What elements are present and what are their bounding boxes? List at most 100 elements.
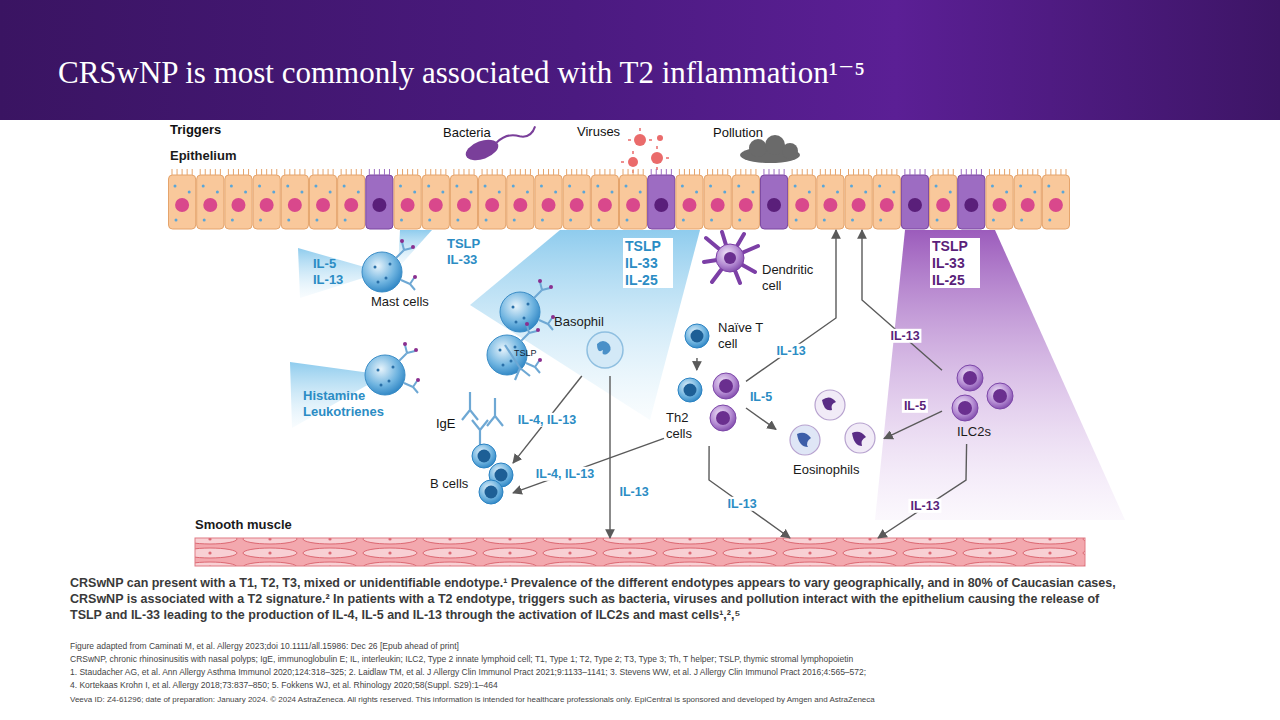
edge-label: IL-4, IL-13	[534, 467, 596, 481]
nucleus	[231, 198, 245, 212]
cilia	[961, 169, 981, 175]
slide-title: CRSwNP is most commonly associated with …	[58, 54, 865, 91]
cytokine-label: IL-5 IL-13	[313, 256, 355, 287]
cilia	[792, 169, 812, 175]
reference: 1. Staudacher AG, et al. Ann Allergy Ast…	[70, 667, 1250, 677]
smooth-muscle-band: Smooth muscle	[195, 538, 1085, 566]
nucleus	[260, 198, 274, 212]
granule	[935, 185, 938, 188]
cilia	[1046, 169, 1066, 175]
granule	[554, 191, 557, 194]
epithelial-cell	[563, 175, 590, 229]
nucleus	[513, 198, 527, 212]
epithelial-cell	[676, 175, 703, 229]
epithelial-cell	[986, 175, 1013, 229]
cytokine-label: TSLP IL-33	[445, 236, 495, 267]
granule	[456, 219, 459, 222]
granule	[455, 185, 458, 188]
cytokine-arrow	[513, 376, 582, 463]
granule	[526, 191, 529, 194]
antibody-label: IgE	[436, 416, 456, 432]
cilia	[651, 169, 671, 175]
epithelial-cell	[704, 175, 731, 229]
epithelial-cell	[507, 175, 534, 229]
edge-label: IL-13	[725, 497, 758, 511]
cilia	[313, 169, 333, 175]
granule	[230, 185, 233, 188]
granule	[864, 191, 867, 194]
epithelial-cell	[591, 175, 618, 229]
cilia	[567, 169, 587, 175]
nucleus	[852, 198, 866, 212]
granule	[596, 185, 599, 188]
caption: CRSwNP can present with a T1, T2, T3, mi…	[70, 575, 1130, 623]
granule	[244, 191, 247, 194]
nucleus	[654, 198, 668, 212]
epithelial-cell	[479, 175, 506, 229]
epithelial-cell	[197, 175, 224, 229]
epithelial-cell	[422, 175, 449, 229]
cilia	[341, 169, 361, 175]
granule	[568, 185, 571, 188]
granule	[878, 185, 881, 188]
cell-label: Epithelium	[170, 148, 236, 164]
edge-label: IL-13	[888, 329, 921, 343]
cilia	[764, 169, 784, 175]
cell-label: Th2 cells	[666, 410, 702, 441]
mediator-label: Histamine Leukotrienes	[303, 388, 413, 419]
granule	[287, 219, 290, 222]
cilia	[454, 169, 474, 175]
epithelial-cell	[309, 175, 336, 229]
granule	[357, 191, 360, 194]
nucleus	[936, 198, 950, 212]
nucleus	[795, 198, 809, 212]
cilia	[172, 169, 192, 175]
epithelial-cell	[648, 175, 675, 229]
granule	[695, 191, 698, 194]
edge-label: IL-13	[908, 499, 941, 513]
cell-label: Mast cells	[371, 294, 429, 310]
cilia	[736, 169, 756, 175]
granule	[949, 191, 952, 194]
epithelial-cell	[535, 175, 562, 229]
eosinophils: Eosinophils	[776, 388, 884, 480]
epithelial-cell	[732, 175, 759, 229]
epithelial-cell	[789, 175, 816, 229]
cilia	[849, 169, 869, 175]
granule	[625, 185, 628, 188]
cilia	[285, 169, 305, 175]
granule	[709, 185, 712, 188]
nucleus	[880, 198, 894, 212]
nucleus	[598, 198, 612, 212]
basophil: Basophil	[552, 314, 637, 376]
granule	[300, 191, 303, 194]
cell-label: Basophil	[554, 314, 604, 330]
epithelial-cell	[281, 175, 308, 229]
cilia	[933, 169, 953, 175]
cell-label: Smooth muscle	[195, 517, 292, 533]
b-cells: B cells	[428, 440, 513, 506]
granule	[822, 185, 825, 188]
epithelial-cell	[1014, 175, 1041, 229]
granule	[836, 191, 839, 194]
cilia	[369, 169, 389, 175]
nucleus	[682, 198, 696, 212]
granule	[441, 191, 444, 194]
footnote: CRSwNP, chronic rhinosinusitis with nasa…	[70, 654, 1250, 664]
legal-note: Veeva ID: Z4-61296; date of preparation:…	[70, 695, 1250, 705]
granule	[823, 219, 826, 222]
cilia	[989, 169, 1009, 175]
granule	[1048, 219, 1051, 222]
nucleus	[767, 198, 781, 212]
granule	[470, 191, 473, 194]
cilia	[482, 169, 502, 175]
granule	[216, 191, 219, 194]
cytokine-arrow	[696, 358, 698, 370]
th2-cells: Th2 cells	[664, 370, 746, 446]
nucleus	[429, 198, 443, 212]
granule	[892, 191, 895, 194]
cilia	[398, 169, 418, 175]
epithelial-cell	[169, 175, 196, 229]
granule	[879, 219, 882, 222]
